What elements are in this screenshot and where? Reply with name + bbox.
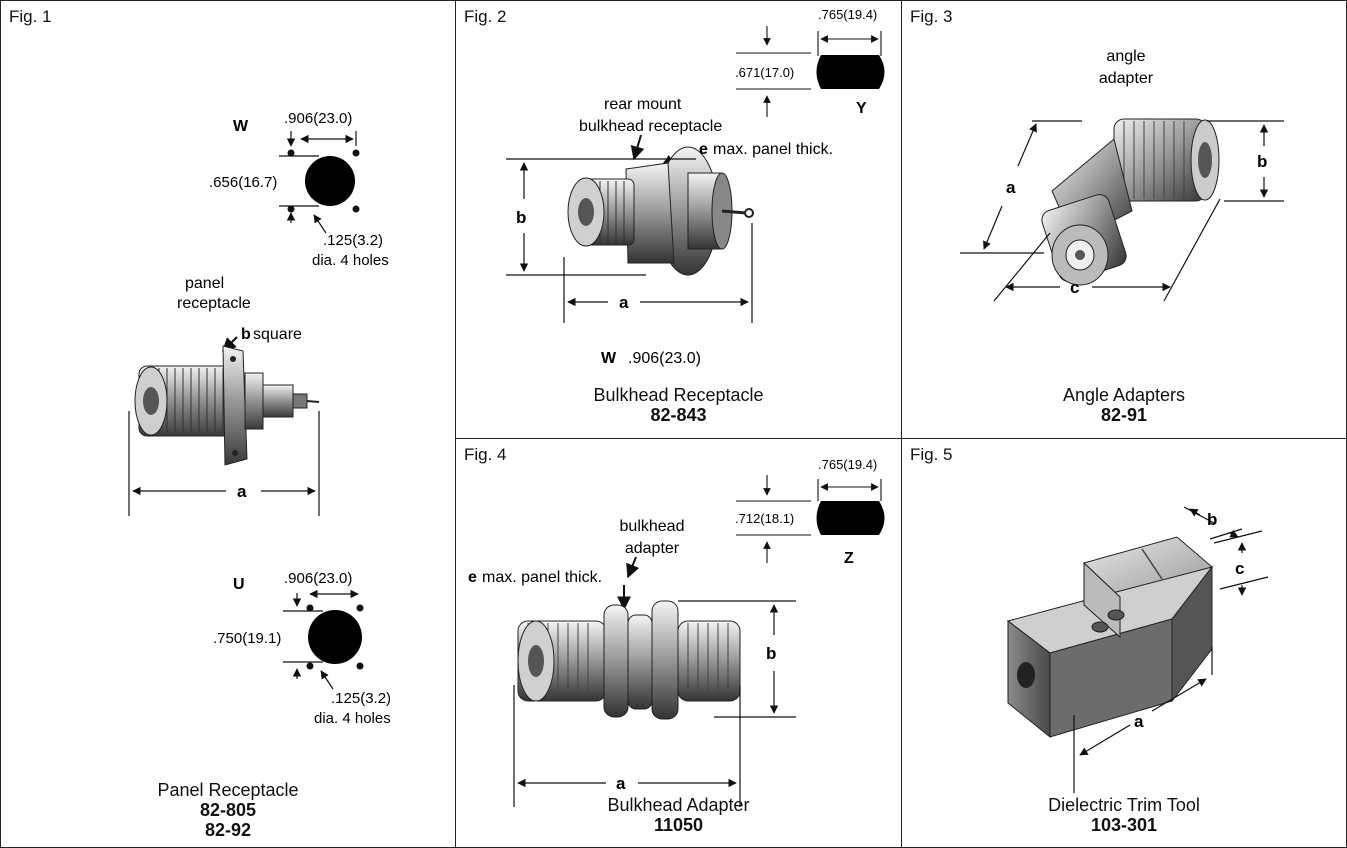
figure-1-drawing: W .906(23.0) .656(16.7) .125(3.2) dia. 4… [128, 110, 391, 727]
cutout-u-tag: U [233, 576, 245, 593]
figure-title: Angle Adapters [1062, 385, 1186, 405]
figure-2-bulkhead-receptacle: Fig. 2 .765(19.4) .671(17.0) [455, 0, 902, 439]
bulkhead-adapter-illustration [517, 600, 741, 720]
cutout-w-tag: W [601, 350, 617, 367]
cutout-w-value: .906(23.0) [628, 350, 701, 367]
dim-e-text: max. panel thick. [482, 569, 602, 586]
angle-adapter-illustration [1041, 118, 1220, 286]
part-number: 82-843 [650, 405, 707, 425]
panel-receptacle-illustration [134, 345, 320, 466]
figure-3-angle-adapter: Fig. 3 angle adapter [901, 0, 1347, 439]
cutout-z-tag: Z [844, 550, 854, 567]
dim-b: b [766, 644, 776, 663]
cutout-w-holes: .125(3.2) [323, 232, 383, 249]
dim-e-text: max. panel thick. [713, 141, 833, 158]
figure-4-bulkhead-adapter: Fig. 4 .765(19.4) .712(18.1) [455, 438, 902, 848]
callout-line-2: bulkhead receptacle [579, 118, 722, 135]
callout-line-2: adapter [625, 540, 680, 557]
figure-title: Dielectric Trim Tool [1048, 795, 1200, 815]
callout-line-1: panel [185, 275, 224, 292]
cutout-u-holes: .125(3.2) [331, 690, 391, 707]
dim-c: c [1235, 559, 1244, 578]
mount-hole-dot [352, 205, 360, 213]
figure-label: Fig. 1 [9, 7, 52, 26]
cutout-u-holes-note: dia. 4 holes [314, 710, 391, 727]
dim-a: a [616, 774, 626, 793]
callout-line-2: adapter [1099, 70, 1154, 87]
mount-hole-dot [306, 662, 314, 670]
callout-line-1: angle [1106, 48, 1145, 65]
mount-hole-dot [356, 604, 364, 612]
figure-label: Fig. 2 [464, 7, 507, 26]
callout-line-2: receptacle [177, 295, 251, 312]
mount-hole-dot [287, 205, 295, 213]
dim-e-letter: e [468, 569, 477, 586]
cutout-u-diameter: .750(19.1) [213, 630, 281, 647]
part-number: 11050 [653, 815, 704, 835]
figure-4-drawing: .765(19.4) .712(18.1) Z bulkhead adapter… [468, 457, 885, 807]
figure-caption: Panel Receptacle 82-805 82-92 [1, 780, 455, 840]
dim-e-letter: e [699, 141, 708, 158]
mount-hole-dot [287, 149, 295, 157]
cutout-u-circle [308, 610, 362, 664]
callout-line-1: rear mount [604, 96, 682, 113]
part-number: 103-301 [1090, 815, 1158, 835]
dim-a: a [1134, 712, 1144, 731]
cutout-y-height: .671(17.0) [735, 65, 794, 80]
figure-5-drawing: b c a [1006, 506, 1269, 793]
dim-b-letter: b [241, 326, 251, 343]
cutout-w-spacing: .906(23.0) [284, 110, 352, 127]
figure-caption: Bulkhead Adapter 11050 [456, 795, 901, 835]
figure-3-drawing: angle adapter [960, 48, 1284, 302]
part-number: 82-92 [204, 820, 252, 840]
figure-caption: Bulkhead Receptacle 82-843 [456, 385, 901, 425]
dim-b: b [1207, 510, 1217, 529]
dim-b-text: square [253, 326, 302, 343]
cutout-w-diameter: .656(16.7) [209, 174, 277, 191]
mount-hole-dot [352, 149, 360, 157]
trim-tool-illustration [1006, 536, 1214, 739]
cutout-y-tag: Y [856, 100, 867, 117]
bulkhead-receptacle-illustration [567, 146, 754, 276]
part-number: 82-91 [1100, 405, 1148, 425]
figure-label: Fig. 3 [910, 7, 953, 26]
figure-caption: Angle Adapters 82-91 [902, 385, 1346, 425]
figure-title: Bulkhead Receptacle [593, 385, 764, 405]
cutout-z-width: .765(19.4) [818, 457, 877, 472]
cutout-z-height: .712(18.1) [735, 511, 794, 526]
mount-hole-dot [356, 662, 364, 670]
cutout-w-tag: W [233, 118, 249, 135]
figure-caption: Dielectric Trim Tool 103-301 [902, 795, 1346, 835]
figure-label: Fig. 5 [910, 445, 953, 464]
figure-2-drawing: .765(19.4) .671(17.0) Y rear mount bulkh… [506, 7, 885, 367]
dim-c: c [1070, 278, 1079, 297]
cutout-y-width: .765(19.4) [818, 7, 877, 22]
figure-label: Fig. 4 [464, 445, 507, 464]
part-number: 82-805 [199, 800, 257, 820]
dim-a: a [619, 293, 629, 312]
cutout-u-spacing: .906(23.0) [284, 570, 352, 587]
cutout-w-circle [305, 156, 355, 206]
dim-b: b [1257, 152, 1267, 171]
cutout-w-holes-note: dia. 4 holes [312, 252, 389, 269]
dim-a: a [1006, 178, 1016, 197]
callout-line-1: bulkhead [620, 518, 685, 535]
cutout-y-shape [816, 55, 885, 89]
figure-title: Bulkhead Adapter [607, 795, 750, 815]
figure-1-panel-receptacle: Fig. 1 W .906(23.0) [0, 0, 456, 848]
cutout-z-shape [816, 501, 885, 535]
mount-hole-dot [306, 604, 314, 612]
figure-5-dielectric-trim-tool: Fig. 5 [901, 438, 1347, 848]
dim-b: b [516, 208, 526, 227]
dim-a: a [237, 482, 247, 501]
figure-title: Panel Receptacle [157, 780, 299, 800]
